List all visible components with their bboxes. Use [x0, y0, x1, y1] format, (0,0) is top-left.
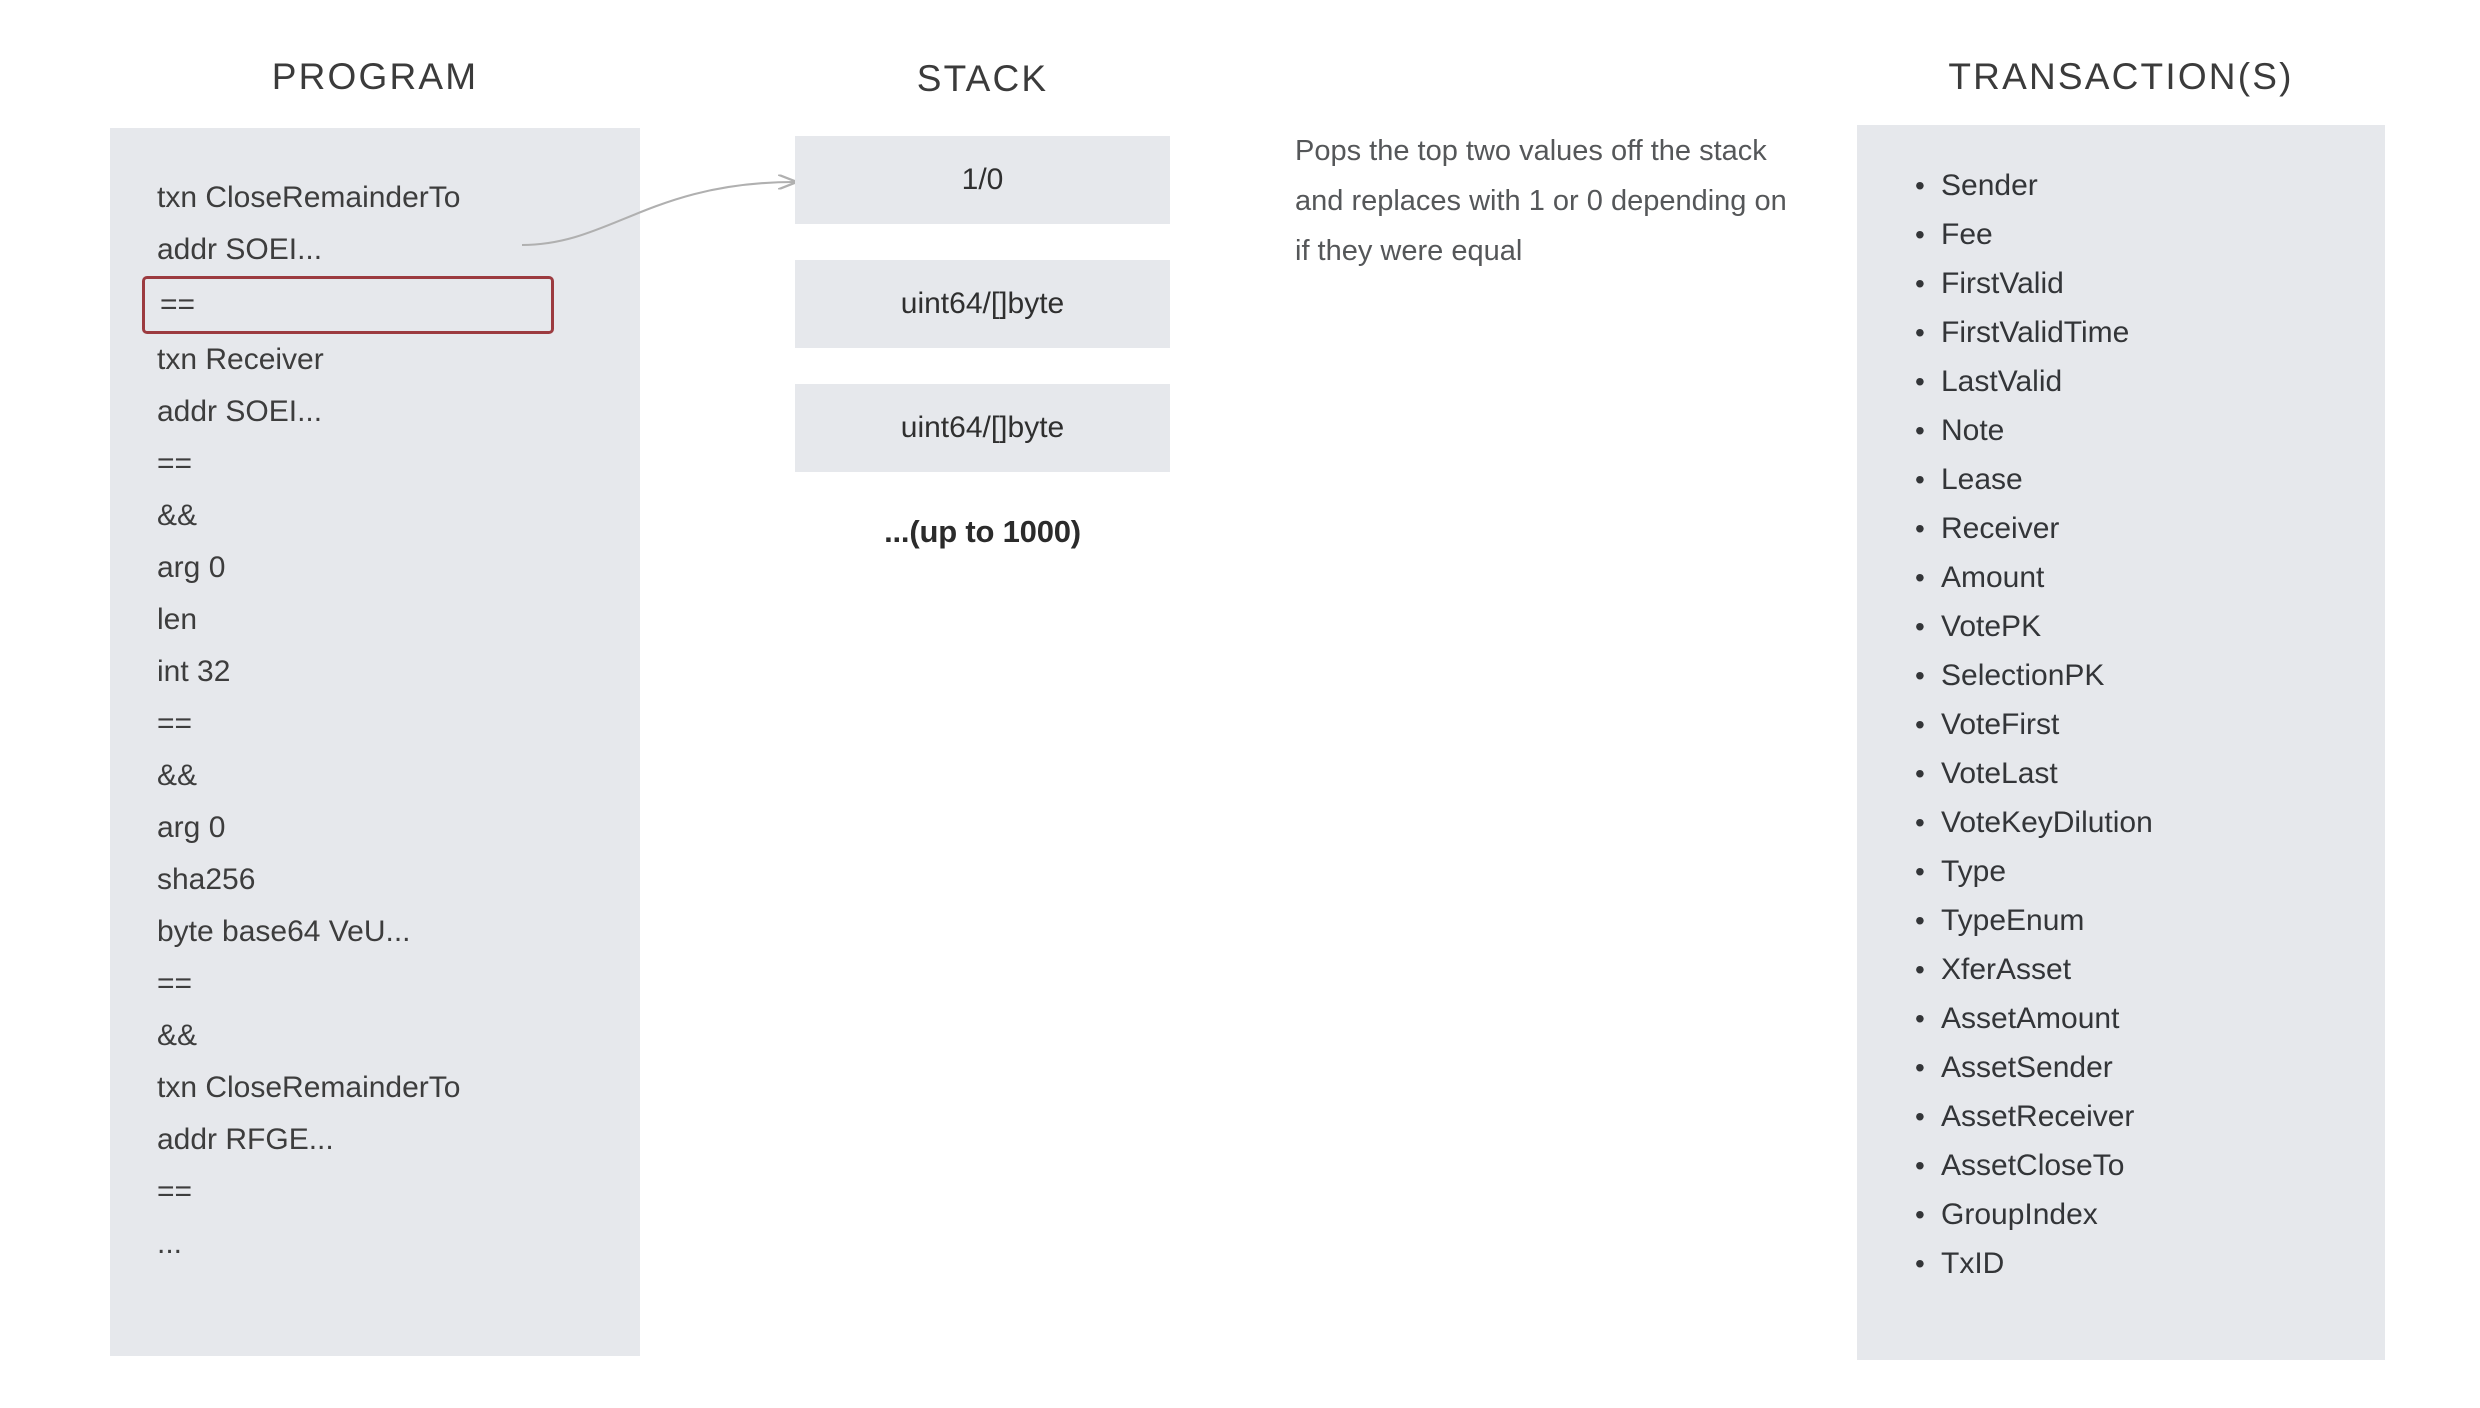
program-line: sha256	[157, 863, 256, 896]
stack-cell: 1/0	[795, 136, 1170, 224]
transaction-field-item: Note	[1915, 406, 2153, 455]
transaction-field-item: AssetSender	[1915, 1043, 2153, 1092]
program-line: addr RFGE...	[157, 1123, 334, 1156]
transaction-field-item: FirstValid	[1915, 259, 2153, 308]
stack-cell-list: 1/0 uint64/[]byte uint64/[]byte	[795, 136, 1170, 508]
stack-cell: uint64/[]byte	[795, 384, 1170, 472]
program-line: addr SOEI...	[157, 395, 323, 428]
program-line: ==	[157, 447, 193, 480]
program-line: txn CloseRemainderTo	[157, 1071, 461, 1104]
transactions-column-title: TRANSACTION(S)	[1948, 56, 2294, 97]
transaction-field-item: Receiver	[1915, 504, 2153, 553]
program-line: len	[157, 603, 198, 636]
program-line: &&	[157, 759, 198, 792]
program-instruction-list: txn CloseRemainderTo addr SOEI... == txn Re…	[110, 128, 640, 1270]
program-line: ==	[157, 967, 193, 1000]
program-line: addr SOEI...	[157, 233, 323, 266]
program-line: ==	[157, 1175, 193, 1208]
program-line: txn Receiver	[157, 343, 324, 376]
stack-cell: uint64/[]byte	[795, 260, 1170, 348]
transaction-field-item: TypeEnum	[1915, 896, 2153, 945]
transactions-panel: SenderFeeFirstValidFirstValidTimeLastVal…	[1857, 125, 2385, 1360]
transaction-field-item: LastValid	[1915, 357, 2153, 406]
program-line: &&	[157, 499, 198, 532]
transaction-field-item: XferAsset	[1915, 945, 2153, 994]
transaction-field-list: SenderFeeFirstValidFirstValidTimeLastVal…	[1857, 125, 2153, 1288]
program-line: &&	[157, 1019, 198, 1052]
program-line: ...	[157, 1227, 183, 1260]
annotation-text: Pops the top two values off the stack an…	[1295, 135, 1787, 267]
stack-overflow-label: ...(up to 1000)	[884, 514, 1081, 549]
program-line: arg 0	[157, 811, 226, 844]
transaction-field-item: Fee	[1915, 210, 2153, 259]
transaction-field-item: Amount	[1915, 553, 2153, 602]
transaction-field-item: Type	[1915, 847, 2153, 896]
program-line: ==	[157, 707, 193, 740]
transaction-field-item: FirstValidTime	[1915, 308, 2153, 357]
program-line: arg 0	[157, 551, 226, 584]
program-panel: txn CloseRemainderTo addr SOEI... == txn Re…	[110, 128, 640, 1356]
transaction-field-item: VoteFirst	[1915, 700, 2153, 749]
transaction-field-item: Sender	[1915, 161, 2153, 210]
program-line: txn CloseRemainderTo	[157, 181, 461, 214]
transaction-field-item: AssetCloseTo	[1915, 1141, 2153, 1190]
transaction-field-item: VotePK	[1915, 602, 2153, 651]
transaction-field-item: Lease	[1915, 455, 2153, 504]
transaction-field-item: SelectionPK	[1915, 651, 2153, 700]
transaction-field-item: AssetAmount	[1915, 994, 2153, 1043]
transaction-field-item: AssetReceiver	[1915, 1092, 2153, 1141]
transaction-field-item: VoteLast	[1915, 749, 2153, 798]
program-column-title: PROGRAM	[271, 56, 479, 97]
transaction-field-item: VoteKeyDilution	[1915, 798, 2153, 847]
transaction-field-item: GroupIndex	[1915, 1190, 2153, 1239]
transaction-field-item: TxID	[1915, 1239, 2153, 1288]
program-line-highlighted: ==	[142, 276, 554, 334]
stack-column-title: STACK	[916, 58, 1049, 99]
program-line: byte base64 VeU...	[157, 915, 411, 948]
program-line: int 32	[157, 655, 231, 688]
